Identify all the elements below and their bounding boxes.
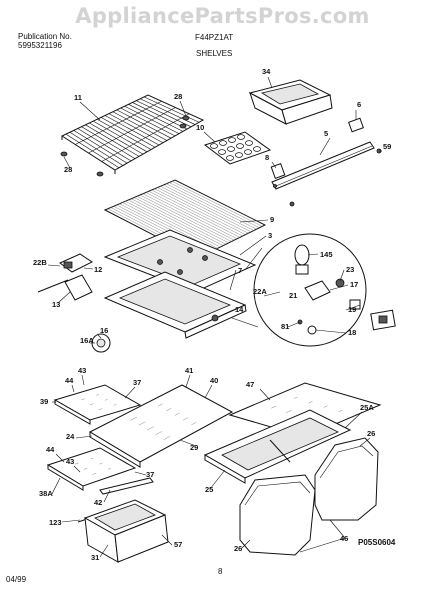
part-label-3: 3: [268, 231, 272, 240]
footer-page-number: 8: [218, 567, 223, 576]
crisper-drawer-left: [239, 474, 316, 556]
crisper-cover-frame: [203, 409, 352, 484]
part-label-34: 34: [262, 67, 271, 76]
small-glass-shelf: [46, 447, 137, 491]
part-label-44a: 44: [65, 376, 74, 385]
part-label-26a: 26: [367, 429, 375, 438]
part-label-7: 7: [238, 266, 242, 275]
publication-number: 5995321196: [18, 41, 62, 50]
part-label-12: 12: [94, 265, 102, 274]
part-label-40: 40: [210, 376, 218, 385]
part-label-47: 47: [246, 380, 254, 389]
part-label-6: 6: [357, 100, 361, 109]
part-label-22a: 22A: [253, 287, 267, 296]
part-label-5: 5: [324, 129, 328, 138]
part-label-37a: 37: [133, 378, 141, 387]
shelf-glass-top: [103, 179, 267, 259]
control-housing: [37, 253, 93, 301]
part-label-123: 123: [49, 518, 62, 527]
part-label-46: 46: [340, 534, 348, 543]
part-label-25: 25: [205, 485, 213, 494]
part-label-14: 14: [235, 305, 244, 314]
part-label-23: 23: [346, 265, 354, 274]
light-assembly-detail: [231, 233, 367, 347]
part-label-17: 17: [350, 280, 358, 289]
part-label-16: 16: [100, 326, 108, 335]
part-label-26b: 26: [234, 544, 242, 553]
wire-shelf: [60, 94, 205, 174]
part-label-29: 29: [190, 443, 198, 452]
publication-label: Publication No.: [18, 32, 72, 41]
part-label-145: 145: [320, 250, 333, 259]
part-number-labels: 11 28 28 34 10 6 5 59 8 9 3 22B 12 13 14…: [33, 67, 391, 562]
part-label-57: 57: [174, 540, 182, 549]
part-label-13: 13: [52, 300, 60, 309]
part-label-11: 11: [74, 93, 82, 102]
light-socket: [370, 309, 396, 331]
part-label-39: 39: [40, 397, 48, 406]
part-label-59: 59: [383, 142, 391, 151]
crisper-drawer-right: [314, 437, 379, 521]
part-label-31: 31: [91, 553, 99, 562]
watermark-text: AppliancePartsPros.com: [75, 4, 370, 28]
part-label-10: 10: [196, 123, 204, 132]
drawing-code: P05S0604: [358, 538, 396, 547]
part-label-42: 42: [94, 498, 102, 507]
model-number: F44PZ1AT: [195, 33, 234, 42]
part-label-38a: 38A: [39, 489, 53, 498]
drawer-rail: [270, 117, 382, 207]
shelf-base: [103, 271, 247, 339]
section-title: SHELVES: [196, 49, 233, 58]
part-label-44b: 44: [46, 445, 55, 454]
part-label-25a: 25A: [360, 403, 374, 412]
part-label-8: 8: [265, 153, 269, 162]
meat-keeper-drawer: [248, 79, 333, 125]
cantilever-glass-shelf: [53, 384, 142, 425]
part-label-16a: 16A: [80, 336, 94, 345]
egg-tray: [203, 131, 272, 165]
part-label-24: 24: [66, 432, 75, 441]
part-label-43b: 43: [66, 457, 74, 466]
part-label-43a: 43: [78, 366, 86, 375]
part-label-19: 19: [348, 305, 356, 314]
large-glass-shelf: [88, 384, 234, 468]
part-label-41: 41: [185, 366, 193, 375]
part-label-21: 21: [289, 291, 297, 300]
part-label-22b: 22B: [33, 258, 47, 267]
part-label-18: 18: [348, 328, 356, 337]
part-label-9: 9: [270, 215, 274, 224]
part-label-28a: 28: [174, 92, 182, 101]
part-label-28b: 28: [64, 165, 72, 174]
footer-date: 04/99: [6, 575, 27, 584]
deli-drawer: [83, 499, 169, 563]
leader-lines: [47, 76, 382, 558]
damper-knob: [91, 333, 111, 353]
part-label-37b: 37: [146, 470, 154, 479]
shelf-support-pegs: [60, 115, 190, 177]
part-label-81: 81: [281, 322, 289, 331]
